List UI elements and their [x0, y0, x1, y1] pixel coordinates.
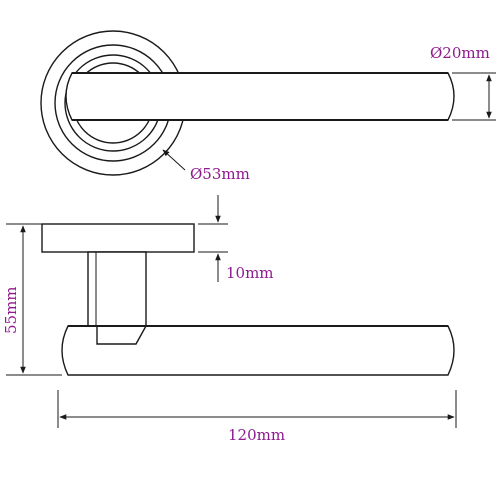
- lever-length-dimension: [57, 390, 457, 428]
- rose-plate: [41, 223, 195, 253]
- rose-diameter-label: Ø53mm: [190, 165, 250, 183]
- rose-thickness-dimension: [198, 195, 228, 282]
- lever-top: [65, 72, 455, 121]
- side-view: [41, 223, 455, 376]
- lever-length-label: 120mm: [228, 426, 285, 444]
- top-view: [40, 30, 455, 176]
- lever-side: [61, 325, 455, 376]
- projection-dimension: [6, 223, 62, 376]
- neck-join: [96, 325, 147, 345]
- lever-diameter-dimension: [452, 72, 496, 121]
- rose-thickness-label: 10mm: [226, 264, 274, 282]
- rose-diameter-leader: [162, 149, 186, 171]
- projection-label: 55mm: [2, 286, 20, 334]
- lever-diameter-label: Ø20mm: [430, 44, 490, 62]
